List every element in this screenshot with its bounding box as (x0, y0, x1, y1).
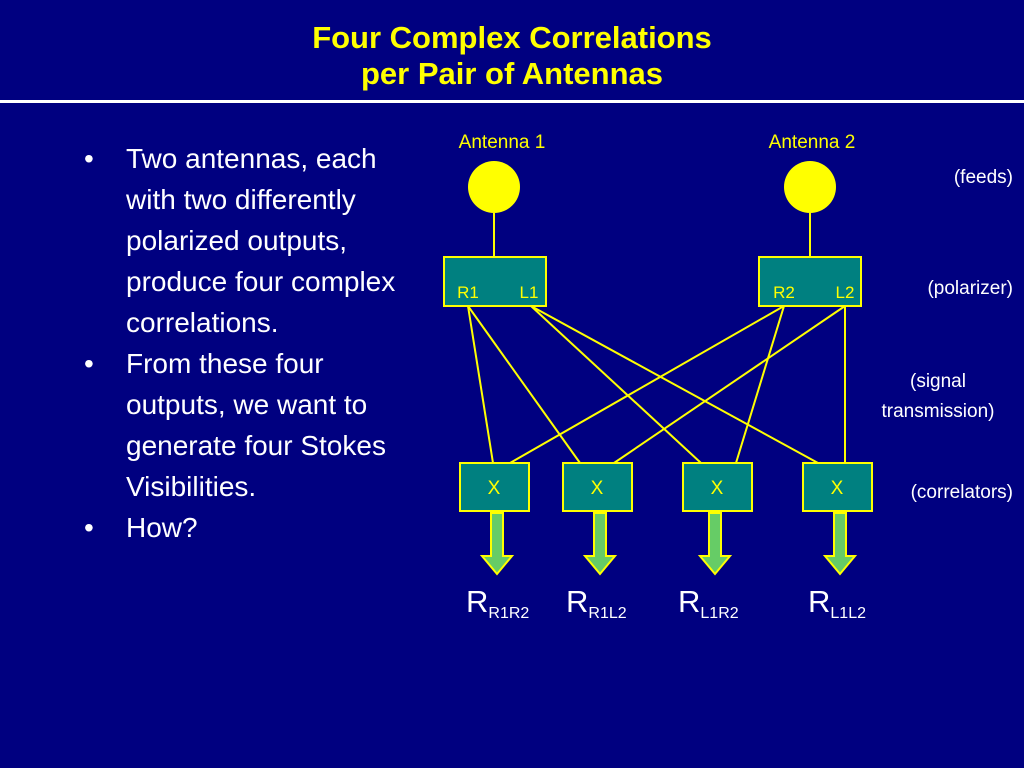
correlator-1-box (459, 462, 530, 512)
bullet-text: From these four outputs, we want to gene… (126, 348, 386, 502)
output-arrow-1 (479, 512, 515, 576)
port-l1-label: L1 (520, 283, 539, 302)
output-arrow-2 (582, 512, 618, 576)
output-arrows (479, 512, 858, 576)
output-arrow-4 (822, 512, 858, 576)
correlator-2-box (562, 462, 633, 512)
output-3-base: R (678, 584, 700, 619)
antenna-2-feed (784, 161, 836, 213)
output-1-base: R (466, 584, 488, 619)
bullet-text: How? (126, 512, 198, 543)
correlator-3-box (682, 462, 753, 512)
stage-label-correlators: (correlators) (911, 482, 1013, 503)
output-arrow-3 (697, 512, 733, 576)
line-l1-c3 (530, 305, 702, 464)
output-3-subscript: L1R2 (700, 605, 738, 622)
line-r1-c2 (467, 305, 581, 464)
output-2-base: R (566, 584, 588, 619)
output-4-base: R (808, 584, 830, 619)
correlator-3-symbol: X (711, 478, 724, 499)
bullet-item: • How? (84, 507, 414, 548)
correlator-1-symbol: X (488, 478, 501, 499)
antenna-1-feed (468, 161, 520, 213)
output-label-2: RR1L2 (566, 584, 627, 622)
polarizer-1-box (443, 256, 547, 307)
port-r1-label: R1 (457, 283, 479, 302)
line-l1-c4 (530, 305, 819, 464)
line-r2-c3 (735, 305, 785, 464)
stage-label-signal-1: (signal (910, 371, 966, 392)
title-line-1: Four Complex Correlations (312, 20, 712, 55)
line-l2-c2 (613, 305, 846, 464)
title-line-2: per Pair of Antennas (360, 56, 664, 91)
line-r2-c1 (509, 305, 785, 464)
bullet-marker: • (84, 512, 94, 543)
output-4-subscript: L1L2 (830, 605, 866, 622)
bullet-marker: • (84, 348, 94, 379)
output-1-subscript: R1R2 (488, 605, 529, 622)
correlator-2-symbol: X (591, 478, 604, 499)
bullet-list: • Two antennas, each with two differentl… (84, 138, 414, 548)
polarizer-2-box (758, 256, 862, 307)
bullet-item: • Two antennas, each with two differentl… (84, 138, 414, 343)
output-2-subscript: R1L2 (588, 605, 626, 622)
output-label-1: RR1R2 (466, 584, 529, 622)
line-r1-c1 (467, 305, 494, 464)
stage-label-feeds: (feeds) (954, 167, 1013, 188)
stage-label-polarizer: (polarizer) (927, 278, 1013, 299)
slide-title: Four Complex Correlations per Pair of An… (0, 20, 1024, 92)
bullet-text: Two antennas, each with two differently … (126, 143, 396, 338)
antenna-1-label: Antenna 1 (459, 132, 546, 153)
output-label-3: RL1R2 (678, 584, 739, 622)
port-r2-label: R2 (773, 283, 795, 302)
signal-lines (467, 305, 846, 464)
port-l2-label: L2 (836, 283, 855, 302)
correlator-4-symbol: X (831, 478, 844, 499)
output-label-4: RL1L2 (808, 584, 866, 622)
bullet-item: • From these four outputs, we want to ge… (84, 343, 414, 507)
bullet-marker: • (84, 143, 94, 174)
stage-label-signal-2: transmission) (882, 401, 995, 422)
antenna-2-label: Antenna 2 (769, 132, 856, 153)
correlator-4-box (802, 462, 873, 512)
title-divider (0, 100, 1024, 103)
